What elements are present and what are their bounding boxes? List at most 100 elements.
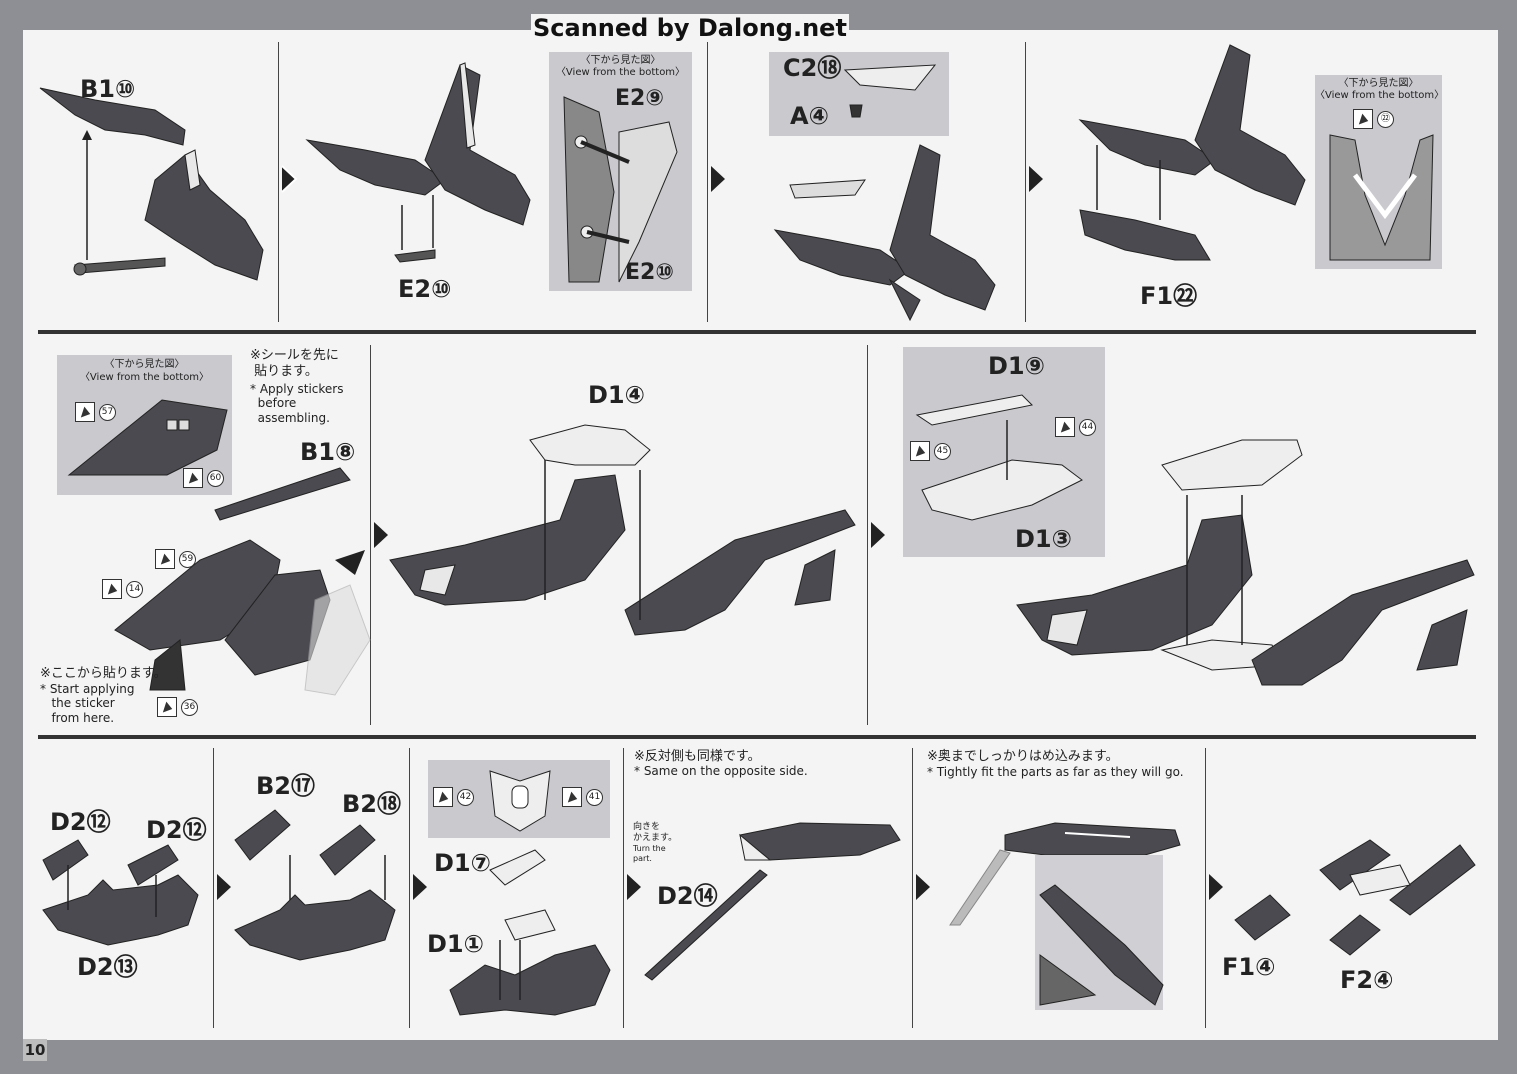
column-divider: [867, 345, 868, 725]
cover-part-illustration: [489, 770, 551, 832]
bottom-view-inset: 〈下から見た図〉 〈View from the bottom〉 57 60: [57, 355, 232, 495]
part-label: D1⑦: [434, 849, 491, 877]
sticker-marker: 36: [157, 696, 198, 718]
column-divider: [1205, 748, 1206, 1028]
sticker-marker: 42: [433, 786, 474, 808]
opposite-side-note-en: * Same on the opposite side.: [634, 764, 808, 778]
column-divider: [278, 42, 279, 322]
aircraft-assembly-illustration: [389, 424, 856, 636]
part-label: F1㉒: [1140, 282, 1198, 310]
part-label: D2⑭: [657, 882, 718, 910]
turn-part-note-jp: 向きを かえます。: [633, 822, 678, 843]
inset-detail-illustration: [1039, 884, 1164, 1006]
start-note-jp: ※ここから貼ります。: [40, 666, 167, 681]
inset-detail-illustration: [67, 399, 228, 476]
wing-assembly-illustration: [773, 144, 996, 322]
start-note-en: * Start applying the sticker from here.: [40, 682, 135, 725]
sticker-number: 36: [181, 698, 198, 716]
step-arrow-icon: [413, 874, 427, 900]
sticker-icon: [75, 402, 95, 422]
sticker-number: 45: [934, 442, 951, 460]
sticker-icon: [1353, 109, 1373, 129]
sticker-icon: [157, 697, 177, 717]
sticker-icon: [1055, 417, 1075, 437]
sticker-marker: 14: [102, 578, 143, 600]
sticker-number: ㉒: [1377, 110, 1394, 128]
column-divider: [213, 748, 214, 1028]
sticker-marker: 45: [910, 440, 951, 462]
step-arrow-icon: [217, 874, 231, 900]
sticker-number: 57: [99, 403, 116, 421]
row-divider-1: [38, 330, 1476, 334]
inset-title-en: 〈View from the bottom〉: [555, 67, 686, 78]
blade-part-illustration: [644, 822, 901, 981]
inset-title-en: 〈View from the bottom〉: [79, 372, 210, 383]
part-label: F1④: [1222, 953, 1276, 981]
part-label: D2⑫: [50, 808, 111, 836]
bracket-part-illustration: [843, 64, 937, 118]
step-arrow-icon: [711, 166, 725, 192]
fuselage-assembly-illustration: [114, 467, 371, 696]
part-label: F2④: [1340, 966, 1394, 994]
step-arrow-icon: [281, 165, 298, 193]
step-arrow-icon: [627, 874, 641, 900]
sticker-number: 44: [1079, 418, 1096, 436]
bottom-view-inset: 〈下から見た図〉 〈View from the bottom〉 E2⑨ E2⑩: [549, 52, 692, 291]
column-divider: [707, 42, 708, 322]
inset-title-jp: 〈下から見た図〉: [1338, 78, 1419, 89]
inset-title-en: 〈View from the bottom〉: [1315, 90, 1445, 101]
wing-assembly-illustration: [1078, 44, 1306, 261]
part-label: B1⑩: [80, 75, 136, 103]
part-label: D1③: [1015, 525, 1072, 553]
part-label: D1①: [427, 930, 484, 958]
turn-part-note-en: Turn the part.: [633, 844, 666, 863]
inset-title-jp: 〈下から見た図〉: [104, 359, 185, 370]
sticker-note-jp: ※シールを先に 貼ります。: [250, 348, 339, 379]
inset-detail-illustration: [1329, 134, 1434, 261]
sticker-marker: 41: [562, 786, 603, 808]
column-divider: [912, 748, 913, 1028]
wing-part-illustration: [39, 87, 264, 281]
part-label: A④: [790, 102, 829, 130]
step-arrow-icon: [1029, 166, 1043, 192]
part-label: D1⑨: [988, 352, 1045, 380]
watermark: Scanned by Dalong.net: [531, 14, 849, 42]
part-label: C2⑱: [783, 54, 842, 82]
sticker-icon: [155, 549, 175, 569]
bottom-view-inset: 〈下から見た図〉 〈View from the bottom〉 ㉒: [1315, 75, 1445, 269]
fit-tightly-note-jp: ※奥までしっかりはめ込みます。: [927, 749, 1119, 764]
sticker-icon: [102, 579, 122, 599]
sticker-number: 59: [179, 550, 196, 568]
detail-inset: [1035, 855, 1164, 1010]
inset-title-jp: 〈下から見た図〉: [580, 55, 661, 66]
sticker-marker: 60: [183, 467, 224, 489]
step-arrow-icon: [916, 874, 930, 900]
wing-assembly-illustration: [305, 62, 531, 263]
sticker-icon: [562, 787, 582, 807]
column-divider: [370, 345, 371, 725]
step-arrow-icon: [1209, 874, 1223, 900]
sticker-icon: [183, 468, 203, 488]
part-label: D2⑬: [77, 953, 138, 981]
sticker-number: 42: [457, 788, 474, 806]
inset-part-label: E2⑩: [625, 260, 674, 285]
sticker-number: 60: [207, 469, 224, 487]
inset-detail-illustration: [563, 96, 678, 283]
engine-assembly-illustration: [1234, 839, 1476, 956]
part-label: D2⑫: [146, 816, 207, 844]
sticker-icon: [433, 787, 453, 807]
column-divider: [623, 748, 624, 1028]
opposite-side-note-jp: ※反対側も同様です。: [634, 749, 761, 764]
connector-part-illustration: [915, 394, 1083, 521]
page-number: 10: [23, 1039, 47, 1061]
sticker-marker: ㉒: [1353, 108, 1394, 130]
step-arrow-icon: [374, 522, 388, 548]
step-arrow-icon: [871, 522, 885, 548]
intake-part-illustration: [42, 839, 199, 946]
sticker-marker: 57: [75, 401, 116, 423]
sticker-number: 41: [586, 788, 603, 806]
part-label: B2⑰: [256, 772, 315, 800]
sticker-marker: 59: [155, 548, 196, 570]
sticker-marker: 44: [1055, 416, 1096, 438]
inset-part-label: E2⑨: [615, 86, 664, 111]
